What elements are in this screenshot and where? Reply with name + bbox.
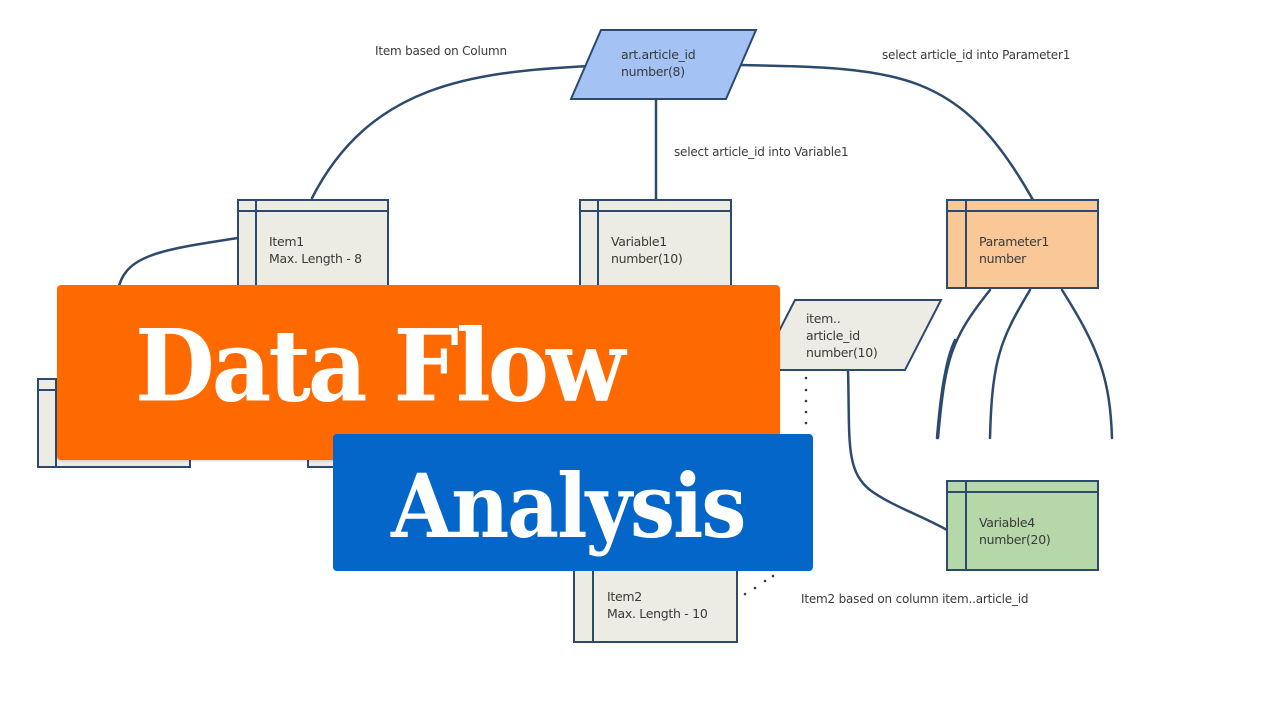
title-banner: Data Flow (57, 285, 780, 460)
node-item-article-type: number(10) (806, 345, 878, 360)
edge-parameter1-out-3 (1060, 288, 1114, 440)
edge-label-into-parameter1: select article_id into Parameter1 (882, 48, 1071, 62)
node-parameter1-shape (946, 199, 1099, 289)
title-line-2: Analysis (391, 453, 746, 558)
node-variable4-name: Variable4 (979, 515, 1035, 530)
node-item-article-prefix: item.. (806, 311, 841, 326)
edge-item-article-to-variable4 (846, 368, 949, 532)
edge-label-item2-based-on-column: Item2 based on column item..article_id (801, 592, 1029, 606)
node-parameter1-name: Parameter1 (979, 234, 1049, 249)
node-variable1-shape (579, 199, 732, 301)
node-item2-name: Item2 (607, 589, 642, 604)
node-source-type: number(8) (621, 64, 685, 79)
node-variable4[interactable]: Variable4 number(20) (979, 514, 1051, 548)
node-source[interactable]: art.article_id number(8) (621, 46, 696, 80)
node-item2[interactable]: Item2 Max. Length - 10 (607, 588, 708, 622)
edge-curve-right (935, 338, 957, 440)
edge-source-to-parameter1 (738, 63, 1035, 202)
node-variable1[interactable]: Variable1 number(10) (611, 233, 683, 267)
edge-parameter1-out-2 (988, 288, 1032, 440)
subtitle-banner: Analysis (333, 434, 813, 571)
node-variable1-name: Variable1 (611, 234, 667, 249)
edge-label-into-variable1: select article_id into Variable1 (674, 145, 849, 159)
node-parameter1[interactable]: Parameter1 number (979, 233, 1049, 267)
node-item1-length: Max. Length - 8 (269, 251, 362, 266)
node-item1-name: Item1 (269, 234, 304, 249)
edge-source-to-item1 (310, 64, 592, 200)
node-item-article[interactable]: item.. article_id number(10) (806, 310, 878, 361)
node-variable1-type: number(10) (611, 251, 683, 266)
node-parameter1-type: number (979, 251, 1026, 266)
edge-label-item-based-on-column: Item based on Column (375, 44, 507, 58)
node-source-shape (569, 29, 758, 100)
node-item2-length: Max. Length - 10 (607, 606, 708, 621)
title-line-1: Data Flow (135, 307, 625, 424)
node-variable4-type: number(20) (979, 532, 1051, 547)
node-item-article-name: article_id (806, 328, 860, 343)
node-source-name: art.article_id (621, 47, 696, 62)
node-variable4-shape (946, 480, 1099, 571)
node-item1[interactable]: Item1 Max. Length - 8 (269, 233, 362, 267)
node-item1-shape (237, 199, 389, 301)
edge-item1-to-left-box (116, 236, 240, 292)
